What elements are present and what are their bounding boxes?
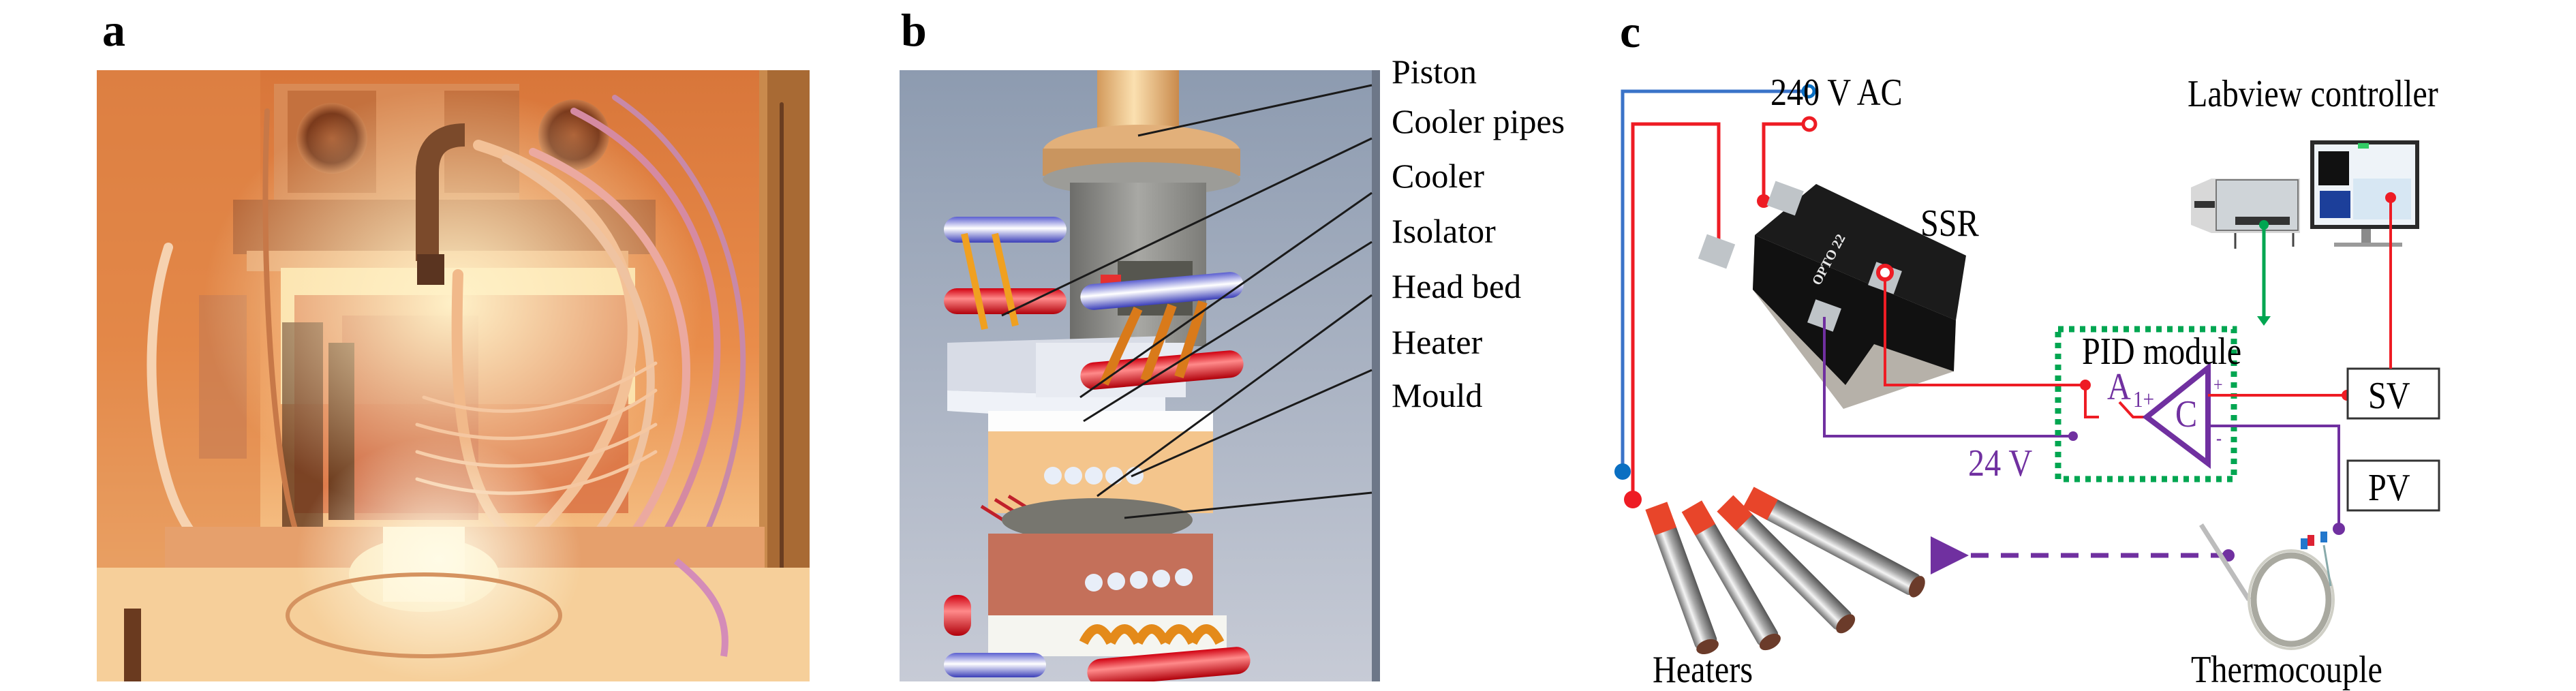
pv-box: [2346, 459, 2440, 512]
24v-node: [2068, 431, 2078, 441]
label-240v-ac: 240 V AC: [1770, 72, 1903, 114]
ssr-relay: OPTO 22: [1698, 181, 1966, 409]
live-wire-heater: [1631, 122, 1721, 497]
callout-cooler: Cooler: [1392, 157, 1485, 195]
green-arrowhead: [2257, 316, 2271, 326]
labview-controller-hardware: [2191, 140, 2419, 249]
callout-mould: Mould: [1392, 376, 1483, 414]
chamber-photo: [97, 70, 810, 681]
label-plus: +: [2213, 375, 2223, 396]
callout-head-bed: Head bed: [1392, 267, 1522, 305]
thermocouple-node: [2333, 523, 2345, 535]
label-minus: -: [2216, 428, 2222, 449]
ac-terminal-live: [1801, 116, 1818, 132]
label-labview-controller: Labview controller: [2188, 73, 2438, 115]
cartridge-heaters: [1645, 487, 1925, 655]
ac-terminal-neutral: [1801, 84, 1816, 99]
sv-box: [2346, 367, 2440, 420]
pv-wire: [2208, 425, 2340, 528]
callout-isolator: Isolator: [1392, 212, 1496, 250]
label-pv: PV: [2368, 467, 2410, 509]
panel-c-letter: c: [1620, 5, 1641, 57]
callout-heater: Heater: [1392, 323, 1483, 361]
callout-cooler-pipes: Cooler pipes: [1392, 102, 1565, 140]
panel-b-letter: b: [901, 4, 927, 56]
label-comparator: C: [2175, 393, 2198, 435]
press-assembly-render: [900, 70, 1380, 681]
heater-node-live: [1624, 491, 1642, 508]
label-thermocouple: Thermocouple: [2191, 649, 2382, 691]
callout-piston: Piston: [1392, 52, 1477, 91]
panel-b-render: [900, 70, 1380, 681]
comparator-triangle: [2142, 362, 2211, 470]
ssr-terminal-3: [1876, 264, 1894, 281]
label-switch-a: A: [2107, 366, 2131, 408]
label-sv: SV: [2368, 375, 2410, 417]
heater-node-neutral: [1614, 463, 1631, 480]
switch-a1: [2084, 385, 2099, 418]
ssr-control-wire: [1884, 278, 2085, 386]
callout-lines: [1001, 84, 1373, 519]
thermocouple-sensor: [2199, 523, 2335, 650]
switch-contact: [2118, 401, 2145, 418]
24v-wire: [1823, 317, 2073, 437]
label-ssr: SSR: [1920, 202, 1979, 245]
live-wire-ac: [1762, 122, 1806, 200]
panel-a-photo: [97, 70, 810, 681]
label-switch-sub: 1+: [2133, 387, 2155, 412]
label-pid-module: PID module: [2082, 331, 2242, 373]
neutral-wire: [1621, 89, 1806, 469]
label-heaters: Heaters: [1653, 649, 1753, 691]
panel-a-letter: a: [102, 4, 125, 56]
label-24v: 24 V: [1968, 442, 2033, 485]
pid-module-box: [2055, 326, 2237, 482]
